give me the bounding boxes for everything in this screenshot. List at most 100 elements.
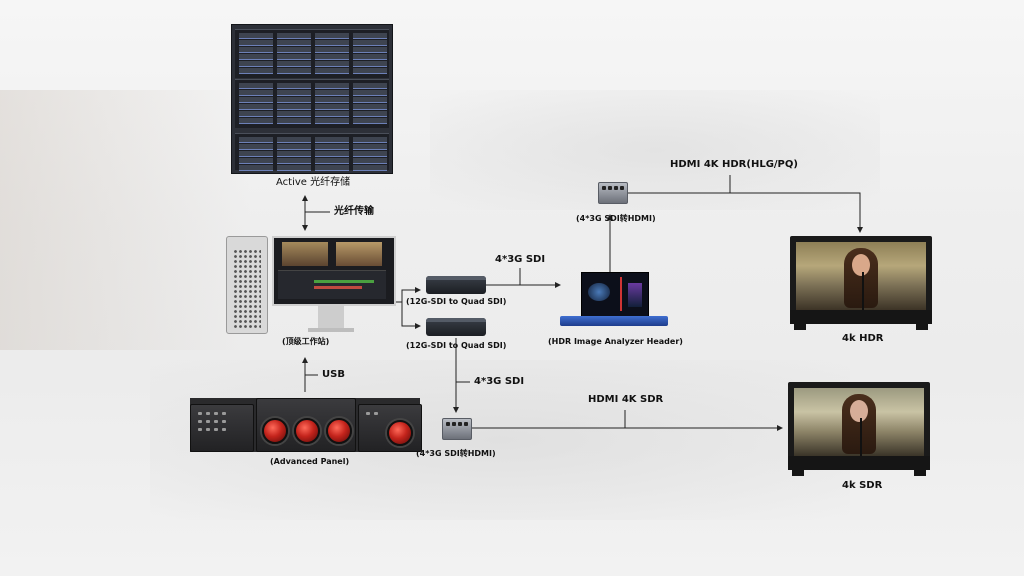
drive-bay xyxy=(315,104,349,110)
drive-bay xyxy=(315,144,349,150)
drive-bay xyxy=(353,90,387,96)
storage-label: Active 光纤存储 xyxy=(276,177,351,188)
drive-bay xyxy=(239,68,273,74)
storage-shelf xyxy=(235,133,389,171)
drive-bay xyxy=(239,137,273,143)
drive-bay xyxy=(315,97,349,103)
analyzer-label: (HDR Image Analyzer Header) xyxy=(548,337,683,346)
drive-bay xyxy=(277,68,311,74)
drive-bay xyxy=(239,47,273,53)
tv-sdr-screen xyxy=(794,388,924,456)
drive-bay xyxy=(239,33,273,39)
converter-top xyxy=(426,276,486,294)
drive-bay xyxy=(277,137,311,143)
drive-bay xyxy=(353,158,387,164)
drive-bay xyxy=(277,165,311,171)
drive-bay xyxy=(353,104,387,110)
drive-bay xyxy=(315,54,349,60)
drive-bay xyxy=(353,54,387,60)
drive-bay xyxy=(277,104,311,110)
tv-sdr-label: 4k SDR xyxy=(842,480,883,491)
tv-sdr xyxy=(788,382,930,476)
converter-bottom xyxy=(426,318,486,336)
drive-bay xyxy=(277,111,311,117)
drive-bay xyxy=(353,68,387,74)
drive-bay xyxy=(239,83,273,89)
hdr-analyzer-screen xyxy=(581,272,649,318)
sdi-to-analyzer-label: 4*3G SDI xyxy=(495,254,546,265)
tv-hdr xyxy=(790,236,932,330)
drive-bay xyxy=(353,165,387,171)
panel-label: (Advanced Panel) xyxy=(270,457,350,466)
drive-bay xyxy=(315,68,349,74)
drive-bay xyxy=(315,158,349,164)
mini-converter-bottom xyxy=(442,418,472,440)
advanced-panel xyxy=(190,398,422,452)
drive-bay xyxy=(315,151,349,157)
fiber-storage-array xyxy=(231,24,393,174)
drive-bay xyxy=(277,118,311,124)
drive-bay xyxy=(239,90,273,96)
workstation-monitor xyxy=(272,236,396,306)
mini-top-label: (4*3G SDI转HDMI) xyxy=(576,214,656,223)
hdr-analyzer-base xyxy=(560,316,668,326)
drive-bay xyxy=(353,137,387,143)
mini-bottom-label: (4*3G SDI转HDMI) xyxy=(416,449,496,458)
drive-bay xyxy=(277,97,311,103)
drive-bay xyxy=(315,118,349,124)
drive-bay xyxy=(277,90,311,96)
drive-bay xyxy=(353,40,387,46)
trackball-3 xyxy=(326,418,352,444)
drive-bay xyxy=(239,111,273,117)
monitor-foot xyxy=(308,328,354,332)
drive-bay xyxy=(239,40,273,46)
drive-bay xyxy=(239,158,273,164)
fiber-link-label: 光纤传输 xyxy=(334,206,374,217)
workstation-tower xyxy=(226,236,268,334)
drive-bay xyxy=(315,90,349,96)
monitor-stand xyxy=(318,304,344,330)
drive-bay xyxy=(353,118,387,124)
storage-shelf xyxy=(235,79,389,128)
drive-bay xyxy=(277,33,311,39)
drive-bay xyxy=(353,97,387,103)
drive-bay xyxy=(277,54,311,60)
converter-bottom-label: (12G-SDI to Quad SDI) xyxy=(406,341,507,350)
drive-bay xyxy=(239,144,273,150)
drive-bay xyxy=(353,33,387,39)
drive-bay xyxy=(353,61,387,67)
hdmi-sdr-label: HDMI 4K SDR xyxy=(588,394,664,405)
drive-bay xyxy=(277,158,311,164)
trackball-4 xyxy=(387,420,413,446)
drive-bay xyxy=(277,47,311,53)
drive-bay xyxy=(315,33,349,39)
drive-bay xyxy=(277,61,311,67)
trackball-1 xyxy=(262,418,288,444)
drive-bay xyxy=(315,111,349,117)
sdi-to-mini-label: 4*3G SDI xyxy=(474,376,525,387)
tv-hdr-screen xyxy=(796,242,926,310)
drive-bay xyxy=(239,118,273,124)
drive-bay xyxy=(239,104,273,110)
workstation-label: (顶级工作站) xyxy=(282,337,330,346)
drive-bay xyxy=(239,151,273,157)
trackball-2 xyxy=(294,418,320,444)
drive-bay xyxy=(353,111,387,117)
drive-bay xyxy=(315,61,349,67)
drive-bay xyxy=(315,165,349,171)
drive-bay xyxy=(315,40,349,46)
drive-bay xyxy=(353,83,387,89)
drive-bay xyxy=(353,47,387,53)
drive-bay xyxy=(239,54,273,60)
tv-hdr-label: 4k HDR xyxy=(842,333,884,344)
drive-bay xyxy=(353,151,387,157)
hdmi-hdr-link xyxy=(628,192,863,233)
storage-shelf xyxy=(235,29,389,78)
drive-bay xyxy=(239,165,273,171)
drive-bay xyxy=(277,83,311,89)
usb-label: USB xyxy=(322,369,345,380)
drive-bay xyxy=(239,97,273,103)
converter-top-label: (12G-SDI to Quad SDI) xyxy=(406,297,507,306)
mini-converter-top xyxy=(598,182,628,204)
